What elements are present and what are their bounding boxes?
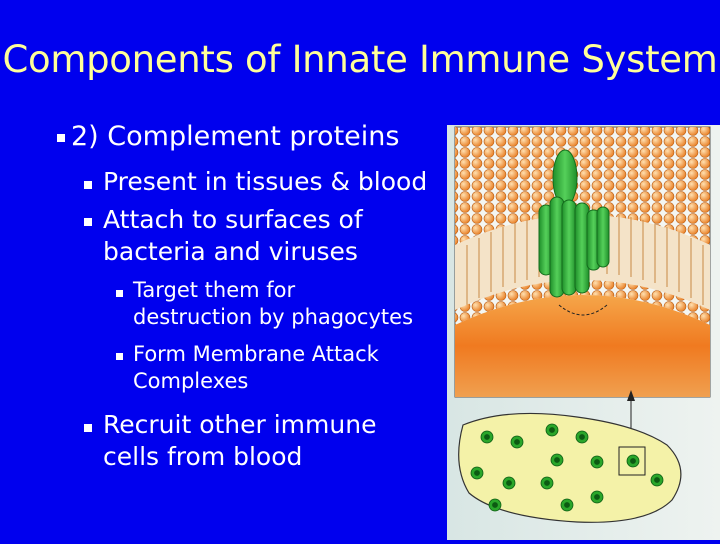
bullet-square-icon: [84, 181, 92, 189]
bullet-line: cells from blood: [103, 442, 303, 471]
bullet-square-icon: [116, 353, 123, 360]
bullet-recruit-other-cells: Recruit other immune cells from blood: [103, 409, 376, 473]
bullet-form-mac: Form Membrane Attack Complexes: [133, 341, 379, 395]
bullet-square-icon: [57, 134, 65, 142]
bullet-present-in-tissues: Present in tissues & blood: [103, 167, 428, 196]
bullet-line: destruction by phagocytes: [133, 305, 414, 329]
slide-title: Components of Innate Immune System: [2, 38, 718, 81]
bullet-line: Attach to surfaces of: [103, 205, 363, 234]
bullet-complement-proteins: 2) Complement proteins: [71, 121, 400, 152]
bullet-line: Recruit other immune: [103, 410, 377, 439]
bullet-line: Target them for: [133, 278, 296, 302]
membrane-attack-complex-icon: [447, 125, 720, 540]
bullet-attach-to-surfaces: Attach to surfaces of bacteria and virus…: [103, 204, 363, 268]
bullet-square-icon: [84, 424, 92, 432]
bullet-line: Form Membrane Attack: [133, 342, 379, 366]
membrane-attack-complex-figure: [447, 125, 720, 540]
bullet-line: bacteria and viruses: [103, 237, 358, 266]
bullet-square-icon: [84, 218, 92, 226]
bullet-line: Complexes: [133, 369, 249, 393]
bullet-target-them: Target them for destruction by phagocyte…: [133, 277, 413, 331]
bullet-square-icon: [116, 290, 123, 297]
